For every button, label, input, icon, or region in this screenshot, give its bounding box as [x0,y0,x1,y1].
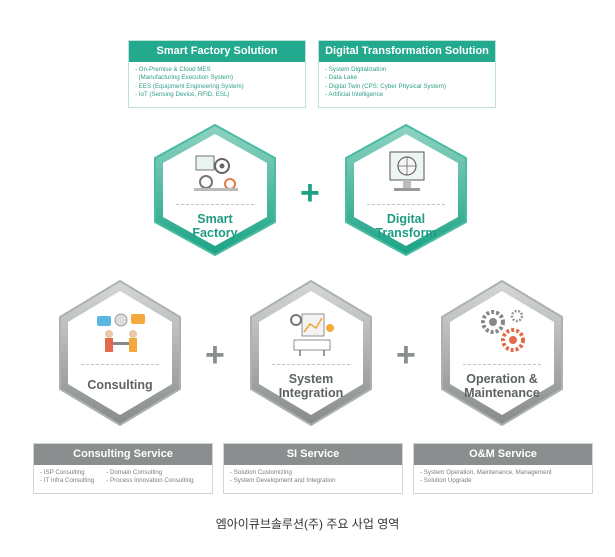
list-item: - Solution Customizing [230,469,292,476]
list-item: (Manufacturing Execution System) [135,74,234,82]
hexagon-shape [59,280,181,426]
smart-factory-icon [192,152,240,196]
list-item: - ISP Consulting [40,469,85,476]
operation-maintenance-label: Operation & Maintenance [464,372,540,400]
list-item: - IT Infra Consulting [40,477,95,485]
smart-factory-solution-list: - On-Premise & Cloud MES (Manufacturing … [129,62,305,104]
om-service-title: O&M Service [414,444,592,465]
divider [272,364,350,365]
digital-transform-label: Digital Transform [375,212,437,240]
system-integration-hexagon: System Integration [246,278,376,428]
si-service-list: - Solution Customizing - System Developm… [224,465,402,490]
consulting-label: Consulting [87,378,153,392]
list-item: - System Development and Integration [230,477,336,485]
smart-factory-hexagon: Smart Factory [150,122,280,258]
hexagon-shape [250,280,372,426]
list-item: - Domain Consulting [106,469,163,476]
smart-factory-label: Smart Factory [192,212,238,240]
plus-icon: + [300,174,320,212]
om-service-box: O&M Service - System Operation, Maintena… [413,443,593,494]
si-service-box: SI Service - Solution Customizing - Syst… [223,443,403,494]
list-item: - Process Innovation Consulting [106,477,194,485]
consulting-service-title: Consulting Service [34,444,212,465]
digital-transform-hexagon: Digital Transform [341,122,471,258]
digital-transformation-solution-list: - System Digitalization - Data Lake - Di… [319,62,495,104]
system-integration-label: System Integration [278,372,344,400]
list-item: - System Digitalization [325,66,387,73]
consulting-service-list: - ISP Consulting - IT Infra Consulting -… [34,465,212,490]
consulting-people-icon [95,310,147,358]
monitor-globe-icon [386,150,428,196]
plus-icon: + [396,336,416,374]
system-integration-icon [286,308,338,358]
list-item: - Artificial Intelligence [325,91,384,99]
om-service-list: - System Operation, Maintenance, Managem… [414,465,592,490]
consulting-hexagon: Consulting [55,278,185,428]
list-column: - Domain Consulting - Process Innovation… [106,469,193,486]
consulting-service-box: Consulting Service - ISP Consulting - IT… [33,443,213,494]
list-item: - EES (Equipment Engineering System) [135,82,244,90]
list-item: - IoT (Sensing Device, RFID, ESL) [135,91,230,99]
digital-transformation-solution-box: Digital Transformation Solution - System… [318,40,496,108]
gears-icon [477,306,529,356]
list-item: - Digital Twin (CPS: Cyber Physical Syst… [325,82,446,90]
list-item: - Data Lake [325,74,357,82]
hexagon-shape [441,280,563,426]
list-item: - Solution Upgrade [420,477,472,485]
divider [176,204,254,205]
si-service-title: SI Service [224,444,402,465]
list-item: - On-Premise & Cloud MES [135,66,211,73]
divider [463,364,541,365]
smart-factory-solution-box: Smart Factory Solution - On-Premise & Cl… [128,40,306,108]
divider [81,364,159,365]
smart-factory-solution-title: Smart Factory Solution [129,41,305,62]
digital-transformation-solution-title: Digital Transformation Solution [319,41,495,62]
list-item: - System Operation, Maintenance, Managem… [420,469,552,476]
plus-icon: + [205,336,225,374]
list-column: - ISP Consulting - IT Infra Consulting [40,469,94,486]
divider [367,204,445,205]
operation-maintenance-hexagon: Operation & Maintenance [437,278,567,428]
figure-caption: 엠아이큐브솔루션(주) 주요 사업 영역 [215,517,400,531]
